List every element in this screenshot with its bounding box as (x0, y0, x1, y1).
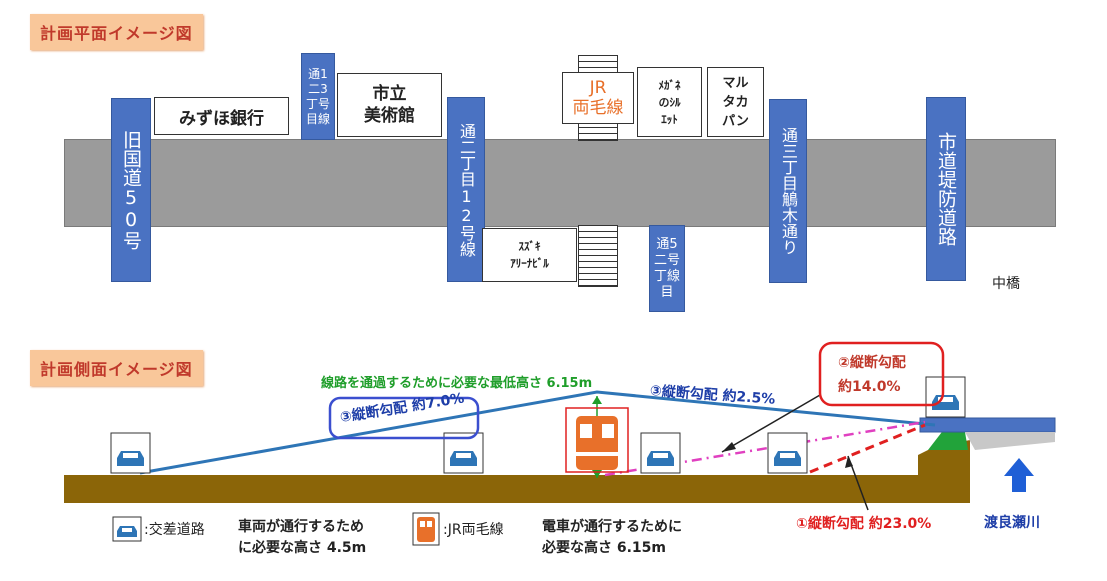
train-frame (565, 407, 629, 473)
road-dori-2-3: 通1 二3 丁号 目線 (301, 53, 335, 140)
jr-label: JR (589, 78, 607, 98)
car-icon-2 (443, 432, 484, 474)
road-dori-2-5-label: 通5 二号 丁線 目 (653, 236, 680, 300)
legend-train-desc-2: 必要な高さ 6.15m (542, 540, 667, 556)
road-dori-2-3-label: 通1 二3 丁号 目線 (305, 66, 330, 126)
grade-2-line (604, 420, 926, 477)
car-icon-1 (110, 432, 151, 474)
road-kyu-kokudo-label: 旧国道50号 (120, 130, 142, 250)
pointer-grade-2 (721, 394, 821, 453)
car-icon-3 (640, 432, 681, 474)
legend-car-icon (112, 516, 142, 542)
building-mizuho-label: みずほ銀行 (179, 108, 264, 129)
ryomo-label: 両毛線 (572, 98, 624, 118)
building-marutaka: マル タカ パン (707, 67, 764, 137)
road-shido-teibo: 市道堤防道路 (926, 97, 966, 281)
building-megane: ﾒｶﾞﾈ のｼﾙ ｴｯﾄ (637, 67, 702, 137)
grade-3-left-box (328, 396, 480, 440)
legend-train-icon (412, 512, 440, 546)
legend-train-desc-1: 電車が通行するために (542, 519, 682, 535)
river-arrow-icon (1004, 458, 1034, 492)
legend-car-desc-2: に必要な高さ 4.5m (238, 540, 367, 556)
legend-car-label: :交差道路 (144, 522, 205, 538)
grade-1-line (809, 423, 926, 474)
slope-line (139, 390, 936, 475)
ground (64, 440, 970, 503)
building-megane-label: ﾒｶﾞﾈ のｼﾙ ｴｯﾄ (658, 78, 681, 126)
road-dori-3-ikaruki: 通三丁目鵤木通り (769, 99, 807, 283)
embankment (928, 428, 968, 450)
grade-1-label: ①縦断勾配 約23.0% (796, 516, 932, 532)
road-dori-2-5: 通5 二号 丁線 目 (649, 225, 685, 312)
road-kyu-kokudo-50: 旧国道50号 (111, 98, 151, 282)
main-road (64, 139, 1056, 227)
legend-car-desc-1: 車両が通行するため (238, 519, 364, 535)
nakabashi-label: 中橋 (992, 276, 1020, 292)
river-bank (965, 432, 1055, 450)
bridge-deck (919, 417, 1056, 433)
jr-ryomo-line-box: JR 両毛線 (562, 72, 634, 124)
clearance-note: 線路を通過するために必要な最低高さ 6.15m (321, 376, 593, 391)
jr-crossing-south (578, 225, 618, 287)
road-dori-2-12: 通二丁目12号線 (447, 97, 485, 282)
legend-train-label: :JR両毛線 (443, 522, 504, 538)
road-dori-2-12-label: 通二丁目12号線 (457, 122, 476, 257)
grade-2-label-2: 約14.0% (838, 379, 901, 395)
building-museum-label: 市立 美術館 (364, 84, 415, 126)
grade-2-label-1: ②縦断勾配 (838, 355, 906, 371)
car-icon-4 (767, 432, 808, 474)
river-label: 渡良瀬川 (984, 515, 1040, 531)
building-marutaka-label: マル タカ パン (722, 75, 749, 129)
side-title: 計画側面イメージ図 (30, 350, 203, 386)
building-mizuho-bank: みずほ銀行 (154, 97, 289, 135)
building-city-museum: 市立 美術館 (337, 73, 442, 137)
clearance-arrow-head-up (592, 396, 602, 404)
road-dori-3-label: 通三丁目鵤木通り (779, 127, 798, 255)
grade-2-box (818, 341, 945, 407)
road-shido-teibo-label: 市道堤防道路 (935, 132, 957, 246)
building-suzuki: ｽｽﾞｷ ｱﾘｰﾅﾋﾞﾙ (482, 228, 577, 282)
plan-title: 計画平面イメージ図 (30, 14, 203, 50)
building-suzuki-label: ｽｽﾞｷ ｱﾘｰﾅﾋﾞﾙ (510, 240, 549, 270)
car-icon-5 (925, 376, 966, 418)
